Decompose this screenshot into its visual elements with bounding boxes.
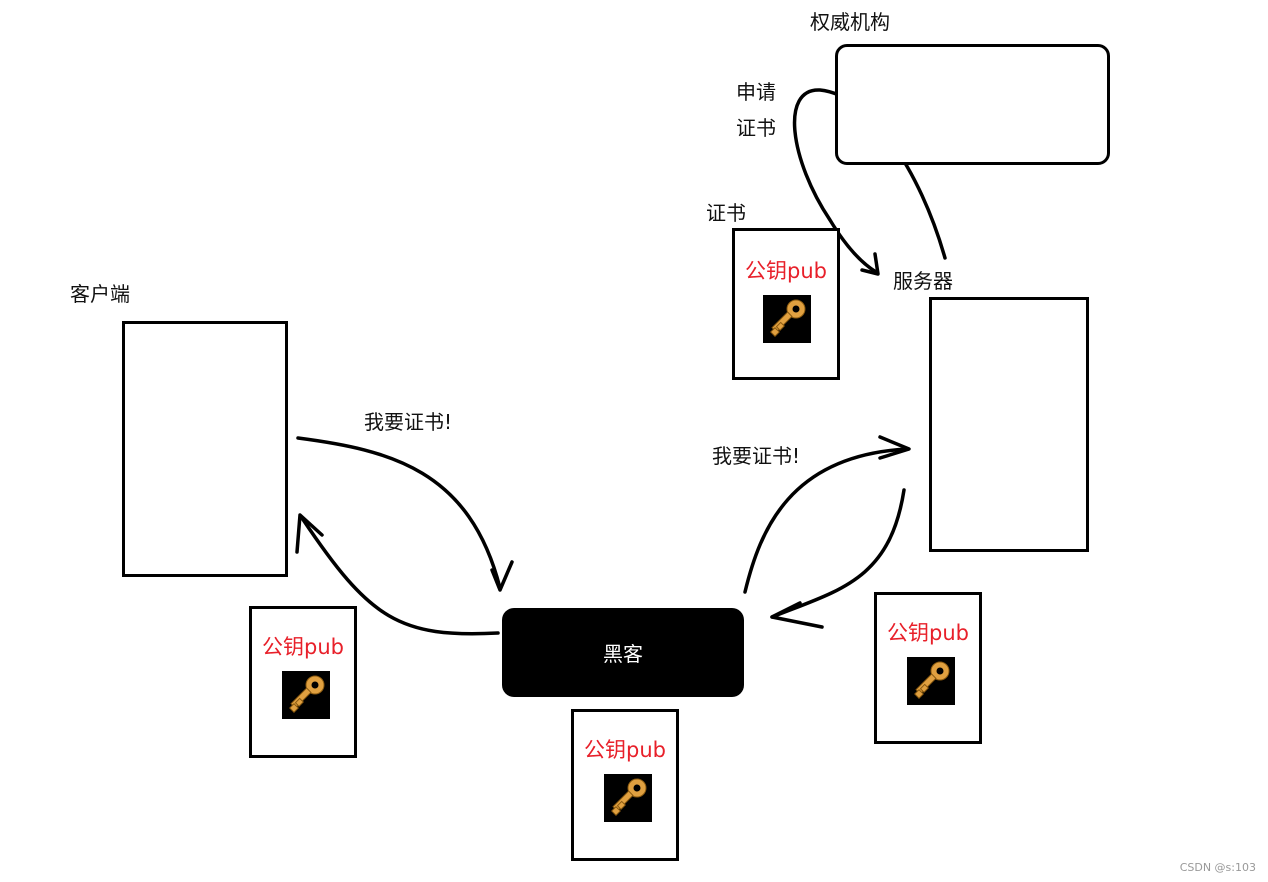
hacker-request-label: 我要证书! — [712, 444, 801, 468]
apply-label-line2: 证书 — [736, 116, 776, 140]
certificate-pub-text: 公钥pub — [745, 259, 827, 283]
hacker-to-server-arrowhead — [878, 435, 911, 460]
server-to-hacker-arrowhead — [770, 601, 824, 629]
apply-certificate-arrowhead — [860, 252, 880, 276]
client-key-card: 公钥pub — [249, 606, 357, 758]
watermark: CSDN @s:103 — [1179, 861, 1256, 874]
client-box — [122, 321, 288, 577]
client-to-hacker-arrowhead — [490, 560, 514, 592]
key-icon — [604, 774, 652, 822]
hacker-pub-text: 公钥pub — [584, 738, 666, 762]
key-icon — [763, 295, 811, 343]
hacker-to-server-arrow — [743, 447, 910, 594]
certificate-card: 公钥pub — [732, 228, 840, 380]
hacker-to-client-arrow — [300, 516, 500, 636]
apply-label-line1: 申请 — [736, 80, 776, 104]
server-pub-text: 公钥pub — [887, 621, 969, 645]
hacker-box: 黑客 — [502, 608, 744, 697]
hacker-to-client-arrowhead — [295, 513, 324, 554]
client-to-hacker-arrow — [296, 436, 502, 590]
authority-box — [835, 44, 1110, 165]
server-to-hacker-arrow — [770, 488, 906, 619]
key-icon — [907, 657, 955, 705]
key-icon — [282, 671, 330, 719]
certificate-label: 证书 — [706, 201, 746, 225]
client-pub-text: 公钥pub — [262, 635, 344, 659]
authority-label: 权威机构 — [810, 10, 890, 34]
hacker-label: 黑客 — [603, 642, 643, 666]
client-request-label: 我要证书! — [364, 410, 453, 434]
server-label: 服务器 — [893, 269, 953, 293]
hacker-key-card: 公钥pub — [571, 709, 679, 861]
server-box — [929, 297, 1089, 552]
server-key-card: 公钥pub — [874, 592, 982, 744]
client-label: 客户端 — [70, 282, 130, 306]
